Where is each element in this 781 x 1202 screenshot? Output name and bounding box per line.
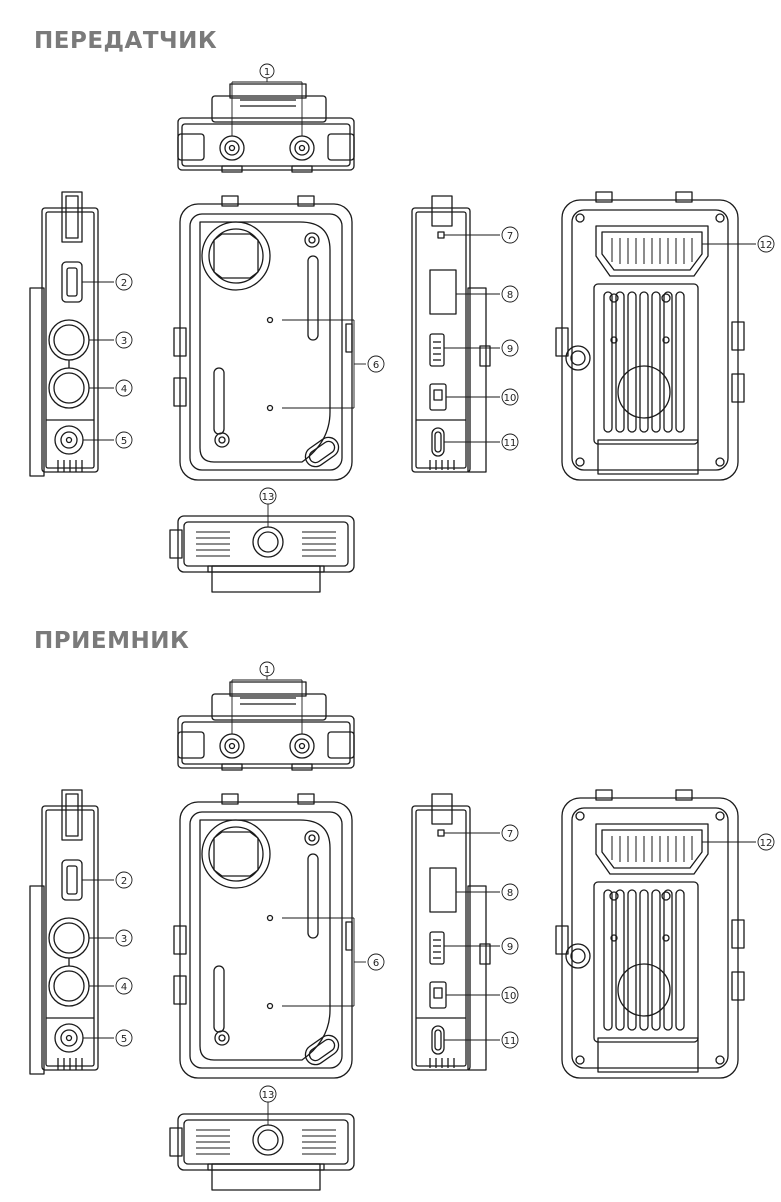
menu-button-icon	[429, 333, 445, 367]
bottom-view: 13	[169, 487, 355, 593]
antenna-connector-icon	[54, 1023, 84, 1053]
heatsink-fins-icon	[603, 889, 685, 1031]
receiver-diagram: 1	[0, 598, 781, 1198]
receiver-title: ПРИЕМНИК	[34, 628, 190, 654]
heatsink-fins-icon	[196, 531, 336, 557]
heatsink-fins-icon	[429, 460, 455, 470]
callout-4: 4	[121, 384, 127, 395]
bnc-port-icon	[48, 319, 90, 361]
transmitter-title: ПЕРЕДАТЧИК	[34, 28, 218, 54]
callout-5: 5	[121, 1034, 127, 1045]
callout-10: 10	[504, 393, 517, 404]
callout-10: 10	[504, 991, 517, 1002]
heatsink-fins-icon	[595, 225, 709, 277]
callout-7: 7	[507, 231, 513, 242]
heatsink-fins-icon	[603, 291, 685, 433]
power-switch-icon	[429, 981, 447, 1009]
mounting-knob-icon	[201, 221, 271, 291]
callout-13: 13	[262, 492, 275, 503]
mounting-knob-icon	[201, 819, 271, 889]
back-view: 12	[555, 191, 775, 481]
heatsink-fins-icon	[57, 460, 83, 472]
led-indicator-icon	[437, 829, 445, 837]
usb-c-port-icon	[431, 427, 445, 457]
heatsink-fins-icon	[57, 1058, 83, 1070]
callout-1: 1	[264, 665, 270, 676]
bnc-port-icon	[48, 917, 90, 959]
front-view: 6	[173, 793, 385, 1079]
callout-8: 8	[507, 888, 513, 899]
receiver-diagram-svg: 1	[29, 661, 775, 1191]
callout-12: 12	[760, 838, 773, 849]
callout-11: 11	[504, 1036, 517, 1047]
hdmi-port-icon	[61, 261, 83, 303]
callout-1: 1	[264, 67, 270, 78]
callout-9: 9	[507, 344, 513, 355]
tripod-mount-icon	[252, 526, 284, 558]
top-view: 1	[177, 661, 355, 771]
callout-4: 4	[121, 982, 127, 993]
callout-2: 2	[121, 876, 127, 887]
top-view: 1	[177, 63, 355, 173]
tripod-mount-icon	[565, 345, 591, 371]
right-side-view: 7 8 9 10 11	[411, 793, 519, 1071]
antenna-connector-icon	[219, 733, 245, 759]
callout-11: 11	[504, 438, 517, 449]
heatsink-fins-icon	[196, 1129, 336, 1155]
tripod-mount-icon	[252, 1124, 284, 1156]
power-switch-icon	[429, 383, 447, 411]
antenna-connector-icon	[219, 135, 245, 161]
callout-9: 9	[507, 942, 513, 953]
callout-6: 6	[373, 958, 379, 969]
transmitter-diagram: 1	[0, 0, 781, 600]
left-side-view: 2 3 4 5	[29, 191, 133, 477]
heatsink-fins-icon	[595, 823, 709, 875]
left-side-view: 2 3 4 5	[29, 789, 133, 1075]
back-view: 12	[555, 789, 775, 1079]
callout-6: 6	[373, 360, 379, 371]
antenna-connector-icon	[54, 425, 84, 455]
callout-13: 13	[262, 1090, 275, 1101]
bnc-port-icon	[48, 965, 90, 1007]
callout-8: 8	[507, 290, 513, 301]
callout-2: 2	[121, 278, 127, 289]
antenna-connector-icon	[289, 135, 315, 161]
antenna-connector-icon	[289, 733, 315, 759]
led-indicator-icon	[437, 231, 445, 239]
callout-3: 3	[121, 934, 127, 945]
callout-7: 7	[507, 829, 513, 840]
oled-screen-icon	[429, 269, 457, 315]
bottom-view: 13	[169, 1085, 355, 1191]
oled-screen-icon	[429, 867, 457, 913]
transmitter-diagram-svg: 1	[29, 63, 775, 593]
menu-button-icon	[429, 931, 445, 965]
callout-3: 3	[121, 336, 127, 347]
hdmi-port-icon	[61, 859, 83, 901]
usb-c-port-icon	[431, 1025, 445, 1055]
right-side-view: 7 8 9 10 11	[411, 195, 519, 473]
front-view: 6	[173, 195, 385, 481]
bnc-port-icon	[48, 367, 90, 409]
callout-12: 12	[760, 240, 773, 251]
callout-5: 5	[121, 436, 127, 447]
tripod-mount-icon	[565, 943, 591, 969]
heatsink-fins-icon	[429, 1058, 455, 1068]
